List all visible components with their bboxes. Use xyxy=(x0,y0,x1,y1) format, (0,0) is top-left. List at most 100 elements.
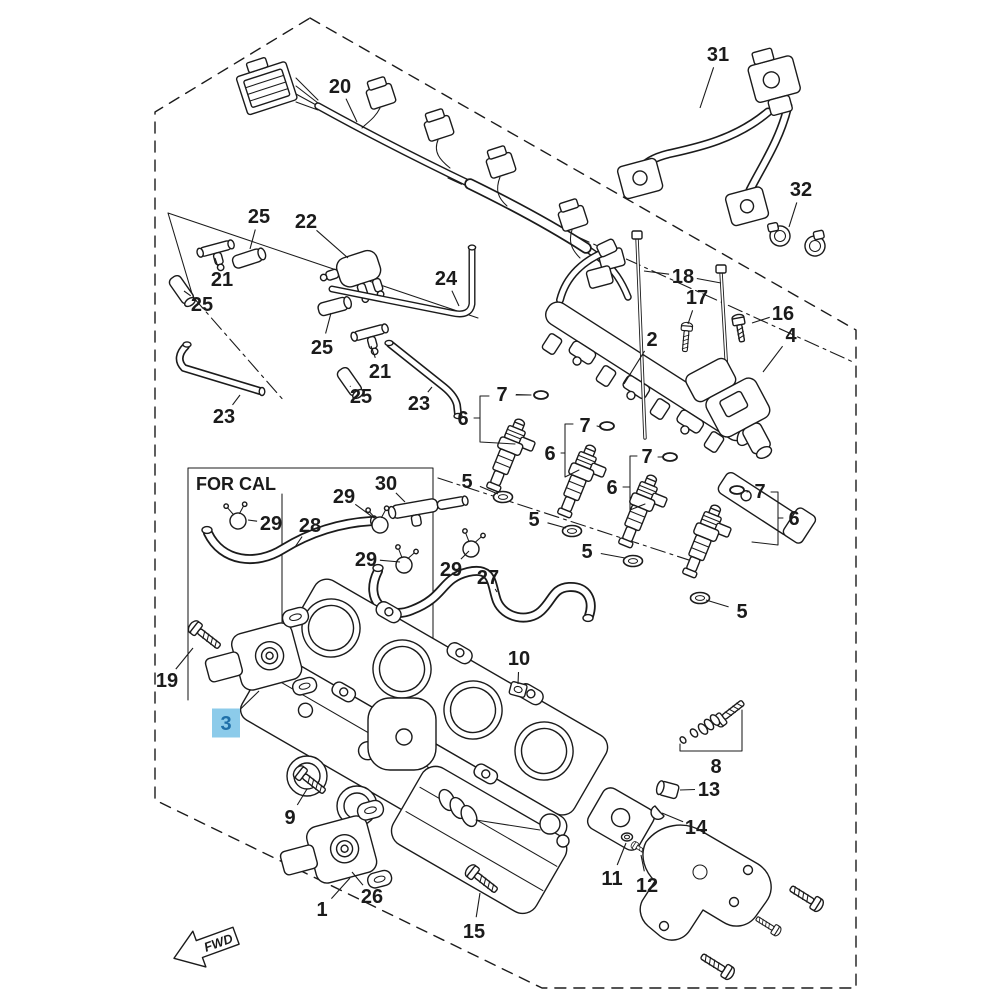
washer-11 xyxy=(620,832,634,842)
callout-number: 19 xyxy=(156,670,178,692)
callout-number: 5 xyxy=(736,601,747,623)
sleeve-25a xyxy=(231,247,267,269)
pipe-24 xyxy=(328,244,477,318)
callout-leader xyxy=(247,519,258,522)
pressure-sensor-4 xyxy=(685,357,773,460)
callout-25: 25 xyxy=(183,290,213,316)
callout-highlight[interactable] xyxy=(212,708,240,738)
callout-leader xyxy=(214,257,219,266)
callout-8: 8 xyxy=(710,756,721,778)
callout-leader xyxy=(661,812,684,823)
callout-number: 5 xyxy=(581,541,592,563)
callout-2: 2 xyxy=(623,329,658,385)
callout-leader xyxy=(294,536,303,548)
cap-13 xyxy=(655,780,680,800)
callout-6: 6 xyxy=(788,508,799,530)
callout-number: 4 xyxy=(785,325,797,347)
callout-30: 30 xyxy=(375,473,406,503)
callout-26: 26 xyxy=(351,871,383,908)
callout-leader xyxy=(349,385,351,387)
callout-number: 14 xyxy=(685,817,708,839)
callout-6: 6 xyxy=(544,443,555,465)
callout-7: 7 xyxy=(745,481,766,503)
rail-end-bracket xyxy=(717,472,817,544)
callout-leader xyxy=(696,277,722,284)
callout-number: 25 xyxy=(311,337,333,359)
callout-number: 10 xyxy=(508,648,530,670)
callout-number: 2 xyxy=(646,329,657,351)
callout-number: 29 xyxy=(355,549,377,571)
callout-number: 7 xyxy=(579,415,590,437)
callout-number: 26 xyxy=(361,886,383,908)
callout-29: 29 xyxy=(440,550,470,581)
callout-23: 23 xyxy=(408,386,433,415)
for-cal-box: FOR CAL xyxy=(187,467,434,776)
callout-7: 7 xyxy=(641,446,664,468)
joint-cover xyxy=(639,824,772,941)
callout-29: 29 xyxy=(355,549,401,571)
callout-leader xyxy=(427,386,433,393)
callout-leader xyxy=(395,492,406,503)
callout-14: 14 xyxy=(661,812,708,839)
callout-leader xyxy=(547,522,567,529)
callout-leader xyxy=(751,316,770,324)
callout-leader xyxy=(316,229,349,259)
callout-4: 4 xyxy=(762,325,797,373)
callout-number: 6 xyxy=(457,408,468,430)
fuel-hose-31 xyxy=(616,47,801,227)
callout-number: 12 xyxy=(636,875,658,897)
callout-25: 25 xyxy=(349,385,372,408)
callout-number: 25 xyxy=(350,386,372,408)
callout-32: 32 xyxy=(788,179,812,228)
callout-leader xyxy=(175,647,194,670)
joint-22 xyxy=(319,249,385,304)
callout-number: 30 xyxy=(375,473,397,495)
callout-leader xyxy=(762,345,784,373)
callout-number: 24 xyxy=(435,268,458,290)
callout-3-highlighted[interactable]: 3 xyxy=(212,690,260,738)
callout-number: 11 xyxy=(601,868,622,890)
callout-24: 24 xyxy=(435,268,460,307)
callout-leader xyxy=(515,393,532,396)
callout-number: 6 xyxy=(788,508,799,530)
callout-leader xyxy=(351,871,364,886)
callout-5: 5 xyxy=(705,599,748,623)
callout-leader xyxy=(249,229,256,250)
callout-25: 25 xyxy=(311,312,333,359)
callout-number: 8 xyxy=(710,756,721,778)
callout-6: 6 xyxy=(606,477,617,499)
diagram-border xyxy=(154,17,857,989)
callout-leader xyxy=(345,98,358,123)
tps-sensor-3 xyxy=(204,606,318,696)
callout-leader xyxy=(699,67,715,109)
callout-number[interactable]: 3 xyxy=(220,713,231,735)
callout-9: 9 xyxy=(284,788,308,829)
callout-7: 7 xyxy=(579,415,602,437)
callout-number: 25 xyxy=(191,294,213,316)
hose-joint-group xyxy=(168,239,477,420)
callout-number: 20 xyxy=(329,76,351,98)
wire-harness-20 xyxy=(235,57,632,301)
throttle-linkage xyxy=(438,788,570,848)
callout-leader xyxy=(330,877,351,899)
callout-leader xyxy=(479,485,499,495)
group-boundary-lines xyxy=(167,212,696,563)
callout-leader xyxy=(643,270,670,275)
callout-number: 21 xyxy=(211,269,233,291)
callout-16: 16 xyxy=(751,303,794,325)
for-cal-label: FOR CAL xyxy=(196,474,276,494)
callout-number: 16 xyxy=(772,303,794,325)
callout-29: 29 xyxy=(333,486,375,519)
callout-15: 15 xyxy=(463,892,485,943)
callout-18: 18 xyxy=(643,266,722,288)
callout-number: 7 xyxy=(641,446,652,468)
for-cal-hoses xyxy=(201,495,596,623)
callout-11: 11 xyxy=(601,842,627,890)
callout-leader xyxy=(475,892,481,918)
callout-5: 5 xyxy=(461,471,499,495)
callout-leader xyxy=(370,345,376,358)
callout-25: 25 xyxy=(248,206,270,250)
callout-number: 29 xyxy=(333,486,355,508)
